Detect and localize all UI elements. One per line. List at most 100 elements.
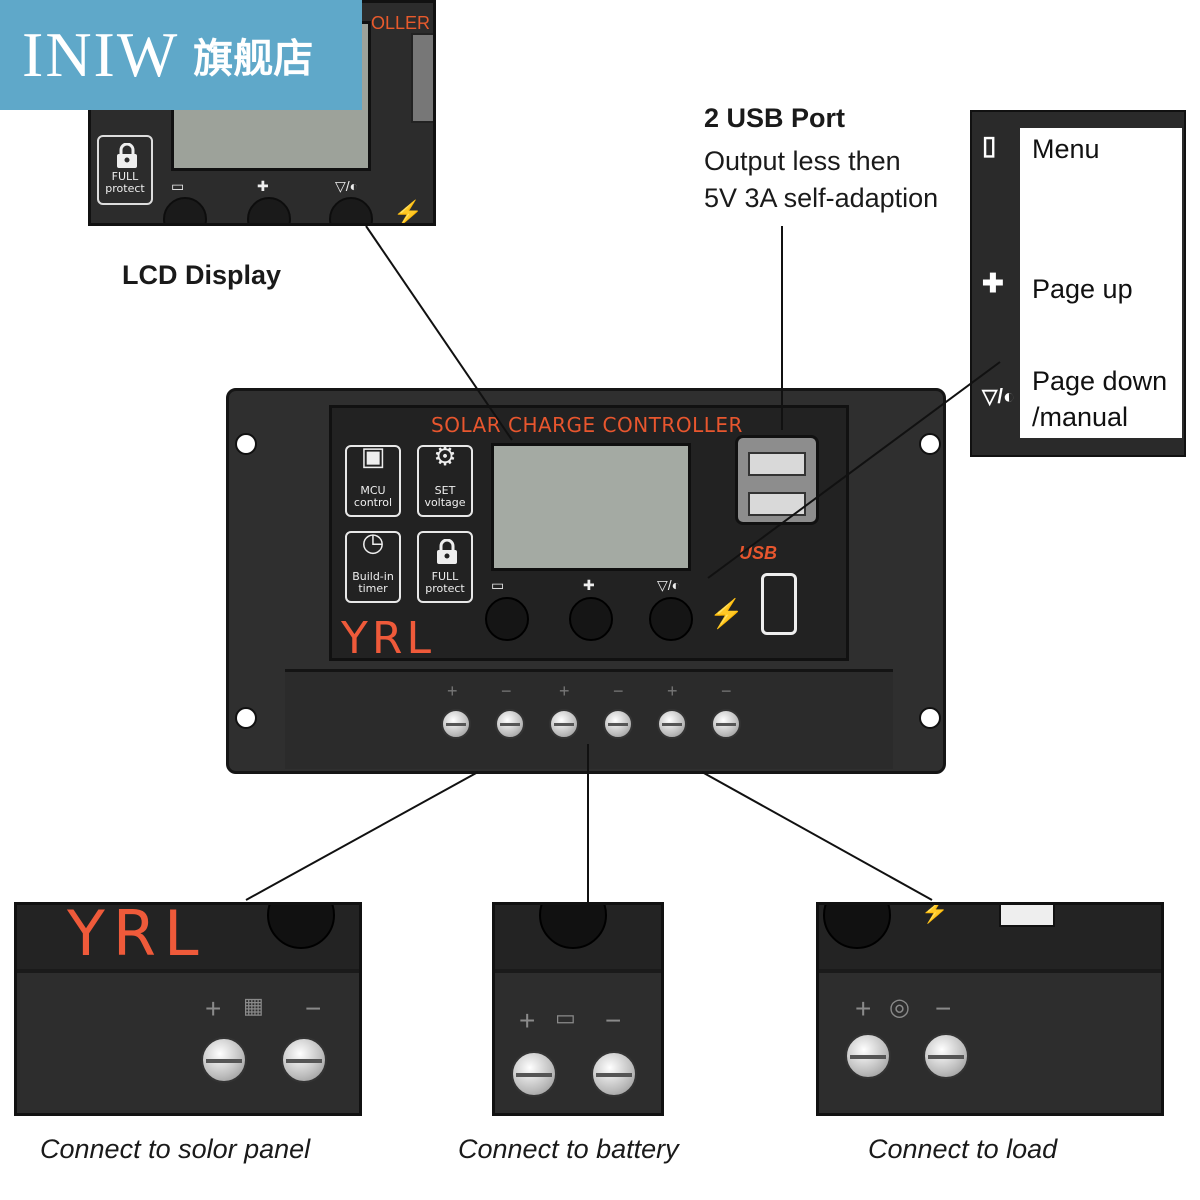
solar-panel-zoom: YRL + ▦ − (14, 902, 362, 1116)
zoom-divider (495, 969, 661, 973)
phone-icon (761, 573, 797, 635)
solar-positive-terminal[interactable] (441, 709, 471, 739)
load-caption: Connect to load (868, 1134, 1058, 1164)
page-down-icon: ▽/◐ (335, 178, 359, 194)
chip-icon: ▣ (360, 442, 386, 472)
feature-set-line1: SET (434, 484, 456, 497)
battery-minus-sign: − (605, 1005, 622, 1036)
battery-icon: ▭ (555, 1005, 576, 1030)
lock-icon (437, 539, 457, 564)
usb-slot[interactable] (748, 452, 806, 476)
load-negative-terminal[interactable] (711, 709, 741, 739)
solar-positive-terminal[interactable] (201, 1037, 247, 1083)
solar-callout-line (245, 771, 479, 901)
lcd-display-label: LCD Display (122, 260, 282, 290)
battery-caption: Connect to battery (458, 1134, 679, 1164)
button-legend: ▯ ✚ ▽/◐ Menu Page up Page down /manual (970, 110, 1186, 457)
load-callout-line (701, 771, 933, 901)
feature-set-voltage: ⚙ SET voltage (417, 442, 473, 517)
menu-button[interactable] (485, 597, 529, 641)
page-down-button[interactable] (649, 597, 693, 641)
store-brand: INIW (22, 19, 180, 90)
mount-hole (919, 707, 941, 729)
page-up-icon: ✚ (257, 178, 269, 194)
zoom-divider (819, 969, 1161, 973)
solar-plus-sign: + (205, 993, 222, 1024)
feature-protect-line1: FULL (431, 570, 459, 583)
solar-negative-terminal[interactable] (281, 1037, 327, 1083)
store-brand-suffix: 旗舰店 (193, 36, 314, 82)
usb-desc-line1: Output less then (704, 146, 901, 176)
legend-page-down-label: Page down (1032, 366, 1168, 396)
zoom-title-fragment: OLLER (371, 13, 431, 33)
usb-desc-line2: 5V 3A self-adaption (704, 183, 939, 213)
feature-mcu-control: ▣ MCU control (345, 442, 401, 517)
page-up-button[interactable] (569, 597, 613, 641)
feature-mcu-line2: control (353, 496, 393, 509)
load-positive-terminal[interactable] (657, 709, 687, 739)
zoom-brand: YRL (67, 902, 207, 970)
full-protect-badge-zoom: FULL protect (97, 135, 153, 205)
solar-panel-icon: ▦ (243, 993, 264, 1018)
load-minus-sign: − (721, 681, 732, 701)
battery-minus-sign: − (613, 681, 624, 701)
battery-positive-terminal[interactable] (511, 1051, 557, 1097)
mount-hole (235, 707, 257, 729)
bolt-icon: ⚡ (393, 200, 423, 226)
mount-hole (919, 433, 941, 455)
battery-negative-terminal[interactable] (591, 1051, 637, 1097)
bolt-icon: ⚡ (709, 598, 744, 629)
feature-full-protect: FULL protect (417, 531, 473, 603)
load-positive-terminal[interactable] (845, 1033, 891, 1079)
page-down-icon: ▽/◐ (657, 577, 681, 593)
solar-negative-terminal[interactable] (495, 709, 525, 739)
menu-icon: ▭ (491, 577, 505, 593)
solar-minus-sign: − (501, 681, 512, 701)
feature-set-line2: voltage (424, 496, 466, 509)
load-minus-sign: − (935, 993, 952, 1024)
clock-icon: ◷ (361, 528, 385, 558)
solar-charge-controller: SOLAR CHARGE CONTROLLER ▣ MCU control ⚙ … (226, 388, 946, 774)
feature-timer-line1: Build-in (352, 570, 394, 583)
lcd-screen (491, 443, 691, 571)
battery-negative-terminal[interactable] (603, 709, 633, 739)
gear-icon: ⚙ (433, 442, 457, 472)
usb-port-fragment (411, 33, 433, 123)
legend-menu-label: Menu (1032, 134, 1100, 164)
battery-positive-terminal[interactable] (549, 709, 579, 739)
controller-brand: YRL (341, 613, 435, 664)
menu-icon: ▯ (982, 130, 997, 160)
load-plus-sign: + (855, 993, 872, 1024)
zoom-divider (17, 969, 359, 973)
legend-manual-label: /manual (1032, 402, 1129, 432)
page-down-icon: ▽/◐ (982, 386, 1016, 408)
usb-label: USB (739, 543, 778, 563)
battery-zoom: + ▭ − (492, 902, 664, 1116)
page-up-button-zoom[interactable] (247, 197, 291, 223)
menu-icon: ▭ (171, 178, 185, 194)
phone-icon (999, 905, 1055, 927)
zoom-lock-line2: protect (105, 182, 145, 195)
lamp-icon: ◎ (889, 994, 910, 1021)
legend-text-area (1020, 128, 1182, 438)
legend-page-up-label: Page up (1032, 274, 1133, 304)
load-plus-sign: + (667, 681, 678, 701)
load-zoom: ⚡ + ◎ − (816, 902, 1164, 1116)
bolt-icon: ⚡ (921, 902, 949, 924)
usb-port-title: 2 USB Port (704, 103, 846, 133)
terminal-strip (285, 669, 893, 769)
menu-button-zoom[interactable] (163, 197, 207, 223)
feature-build-in-timer: ◷ Build-in timer (345, 528, 401, 603)
lock-icon (117, 143, 137, 168)
solar-plus-sign: + (447, 681, 458, 701)
page-down-button-zoom[interactable] (329, 197, 373, 223)
page-up-icon: ✚ (982, 268, 1004, 298)
usb-slot[interactable] (748, 492, 806, 516)
usb-port[interactable] (735, 435, 819, 525)
page-up-icon: ✚ (583, 577, 595, 593)
feature-protect-line2: protect (425, 582, 465, 595)
solar-minus-sign: − (305, 993, 322, 1024)
battery-plus-sign: + (559, 681, 570, 701)
store-banner: INIW 旗舰店 (0, 0, 362, 110)
load-negative-terminal[interactable] (923, 1033, 969, 1079)
